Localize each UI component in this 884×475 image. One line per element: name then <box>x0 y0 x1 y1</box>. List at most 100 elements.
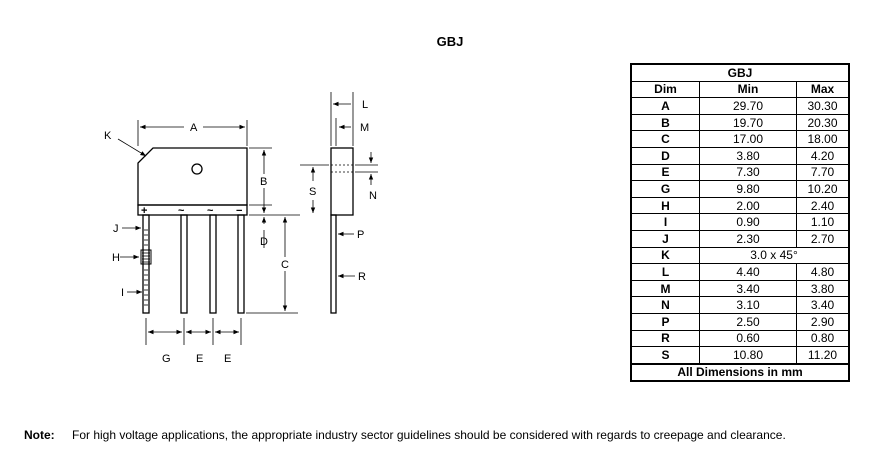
dim-label-r: R <box>358 271 366 283</box>
terminal-ac2-mark: ~ <box>207 205 214 217</box>
max-cell: 30.30 <box>796 97 850 115</box>
dim-label-e1: E <box>196 353 203 365</box>
dim-label-h: H <box>112 252 120 264</box>
dim-label-m: M <box>360 122 369 134</box>
dim-cell: M <box>630 279 700 298</box>
min-cell: 3.40 <box>699 279 797 298</box>
dim-cell: K <box>630 246 700 265</box>
max-cell: 11.20 <box>796 346 850 365</box>
min-cell: 7.30 <box>699 163 797 182</box>
min-cell: 4.40 <box>699 263 797 281</box>
note-label: Note: <box>24 428 55 442</box>
min-cell: 3.80 <box>699 146 797 165</box>
max-cell: 0.80 <box>796 329 850 348</box>
min-cell: 17.00 <box>699 130 797 148</box>
max-cell: 2.40 <box>796 196 850 215</box>
col-header-min: Min <box>699 80 797 99</box>
terminal-minus-mark: − <box>236 205 242 217</box>
dim-cell: D <box>630 146 700 165</box>
min-cell: 10.80 <box>699 346 797 365</box>
lead-ac1 <box>180 214 188 314</box>
min-cell: 9.80 <box>699 180 797 198</box>
dim-label-i: I <box>121 287 124 299</box>
lead-minus <box>237 214 245 314</box>
dim-cell: A <box>630 97 700 115</box>
dim-label-d: D <box>260 236 268 248</box>
dim-cell: R <box>630 329 700 348</box>
body-outline <box>137 147 248 206</box>
dim-label-j: J <box>113 223 119 235</box>
dim-cell: E <box>630 163 700 182</box>
max-cell: 20.30 <box>796 113 850 132</box>
dim-cell: N <box>630 296 700 314</box>
max-cell: 7.70 <box>796 163 850 182</box>
dim-label-e2: E <box>224 353 231 365</box>
dim-label-k: K <box>104 130 112 142</box>
dim-label-b: B <box>260 176 267 188</box>
side-lead <box>330 214 337 314</box>
dim-cell: G <box>630 180 700 198</box>
min-cell: 3.10 <box>699 296 797 314</box>
min-cell: 2.50 <box>699 312 797 331</box>
min-cell: 2.00 <box>699 196 797 215</box>
max-cell: 2.90 <box>796 312 850 331</box>
dim-cell: I <box>630 213 700 231</box>
dim-label-g: G <box>162 353 171 365</box>
dim-cell: S <box>630 346 700 365</box>
max-cell: 10.20 <box>796 180 850 198</box>
dim-cell: L <box>630 263 700 281</box>
max-cell: 4.20 <box>796 146 850 165</box>
min-cell: 29.70 <box>699 97 797 115</box>
dim-label-c: C <box>281 259 289 271</box>
max-cell: 3.40 <box>796 296 850 314</box>
terminal-strip <box>137 204 248 216</box>
max-cell: 2.70 <box>796 229 850 248</box>
dim-cell: C <box>630 130 700 148</box>
max-cell: 3.80 <box>796 279 850 298</box>
dim-cell: H <box>630 196 700 215</box>
min-cell: 0.60 <box>699 329 797 348</box>
note-text: For high voltage applications, the appro… <box>72 428 786 442</box>
mounting-hole <box>191 163 203 175</box>
dim-label-p: P <box>357 229 364 241</box>
dim-cell: J <box>630 229 700 248</box>
span-value-cell: 3.0 x 45° <box>699 246 850 265</box>
dim-cell: P <box>630 312 700 331</box>
lead-ac2 <box>209 214 217 314</box>
package-outline-drawing: + ~ ~ − <box>104 92 378 365</box>
side-body <box>330 147 354 216</box>
col-header-max: Max <box>796 80 850 99</box>
max-cell: 18.00 <box>796 130 850 148</box>
dim-label-l: L <box>362 99 368 111</box>
min-cell: 0.90 <box>699 213 797 231</box>
terminal-ac1-mark: ~ <box>178 205 185 217</box>
min-cell: 2.30 <box>699 229 797 248</box>
dim-label-n: N <box>369 190 377 202</box>
package-title: GBJ <box>436 34 464 49</box>
table-package-header: GBJ <box>630 63 850 82</box>
dim-label-s: S <box>309 186 316 198</box>
terminal-plus-mark: + <box>141 205 147 217</box>
lead-shoulder <box>140 249 152 265</box>
table-footer: All Dimensions in mm <box>630 362 850 382</box>
dim-label-a: A <box>190 122 198 134</box>
dim-cell: B <box>630 113 700 132</box>
max-cell: 4.80 <box>796 263 850 281</box>
